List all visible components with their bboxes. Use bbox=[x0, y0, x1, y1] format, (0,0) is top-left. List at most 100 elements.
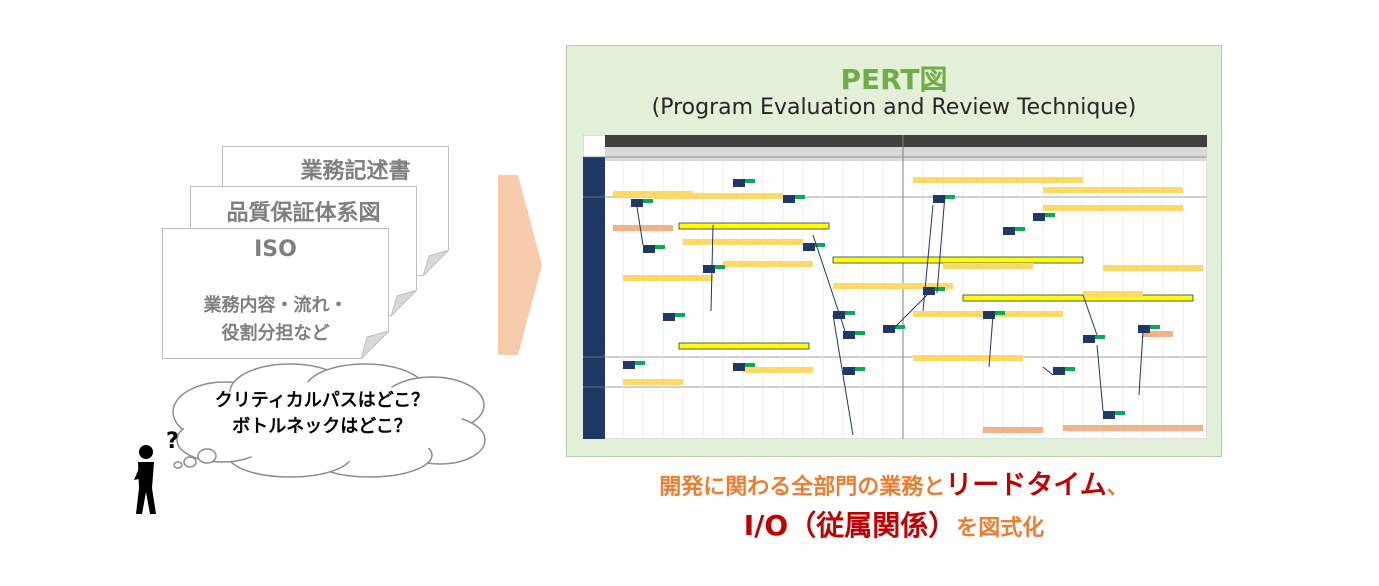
thought-cloud: ? bbox=[134, 363, 486, 514]
thought-line2: ボトルネックはどこ？ bbox=[232, 416, 412, 437]
right-arrow-icon bbox=[498, 175, 542, 355]
pert-node-marker bbox=[1015, 227, 1025, 231]
pert-task-bar bbox=[1103, 265, 1203, 271]
pert-task-bar bbox=[1083, 291, 1143, 297]
pert-node-marker bbox=[655, 245, 665, 249]
pert-dependency-line bbox=[888, 294, 928, 334]
pert-node bbox=[623, 361, 635, 369]
pert-node-marker bbox=[745, 363, 755, 367]
pert-node bbox=[631, 199, 643, 207]
pert-task-bar bbox=[943, 263, 1033, 269]
pert-node bbox=[783, 195, 795, 203]
pert-task-bar bbox=[613, 225, 673, 231]
pert-node bbox=[843, 367, 855, 375]
pert-node bbox=[983, 311, 995, 319]
pert-node-marker bbox=[1045, 213, 1055, 217]
pert-node bbox=[643, 245, 655, 253]
pert-task-bar bbox=[1063, 425, 1203, 431]
pert-task-bar bbox=[743, 367, 813, 373]
doc-hinshitsu-hosho-title: 品質保証体系図 bbox=[226, 201, 381, 226]
pert-node-marker bbox=[815, 243, 825, 247]
pert-node bbox=[933, 195, 945, 203]
doc-iso: ISO 業務内容・流れ・ 役割分担など bbox=[162, 228, 389, 359]
pert-node-marker bbox=[935, 287, 945, 291]
pert-node-marker bbox=[995, 311, 1005, 315]
pert-node bbox=[1083, 335, 1095, 343]
pert-node bbox=[733, 179, 745, 187]
pert-node bbox=[833, 311, 845, 319]
pert-date-row bbox=[605, 147, 1207, 161]
pert-node-marker bbox=[745, 179, 755, 183]
pert-task-bar bbox=[983, 427, 1043, 433]
pert-node-marker bbox=[635, 361, 645, 365]
doc-iso-body-line1: 業務内容・流れ・ bbox=[203, 295, 348, 316]
pert-node bbox=[1053, 367, 1065, 375]
pert-subtitle: (Program Evaluation and Review Technique… bbox=[651, 95, 1137, 120]
pert-task-bar bbox=[1143, 331, 1173, 337]
caption-part1: 開発に関わる全部門の業務と bbox=[659, 475, 946, 500]
pert-node-marker bbox=[895, 325, 905, 329]
pert-lane-column bbox=[583, 157, 605, 439]
pert-node bbox=[663, 313, 675, 321]
pert-node bbox=[1138, 325, 1150, 333]
page-fold-icon bbox=[361, 331, 389, 359]
pert-task-bar bbox=[1043, 187, 1183, 193]
pert-task-bar bbox=[1043, 205, 1183, 211]
pert-task-bar bbox=[653, 193, 783, 199]
pert-node bbox=[883, 325, 895, 333]
pert-node bbox=[803, 243, 815, 251]
pert-node bbox=[843, 331, 855, 339]
page-fold-icon bbox=[391, 290, 417, 316]
pert-node-marker bbox=[845, 311, 855, 315]
pert-node-marker bbox=[1150, 325, 1160, 329]
pert-task-bar bbox=[723, 261, 813, 267]
pert-node-marker bbox=[1065, 367, 1075, 371]
pert-dependency-line bbox=[1096, 344, 1104, 412]
pert-node-marker bbox=[795, 195, 805, 199]
pert-task-bar bbox=[678, 342, 810, 350]
pert-task-bar bbox=[678, 222, 830, 230]
pert-dependency-line bbox=[936, 194, 946, 294]
doc-gyomu-kijutsusho-title: 業務記述書 bbox=[300, 159, 411, 184]
pert-dependency-line bbox=[1042, 366, 1054, 376]
pert-task-bar bbox=[832, 256, 1084, 264]
pert-node bbox=[1103, 411, 1115, 419]
pert-task-bar bbox=[913, 355, 1023, 361]
pert-task-bar bbox=[623, 275, 713, 281]
pert-dependency-line bbox=[988, 314, 994, 368]
caption-part5: を図式化 bbox=[956, 516, 1045, 541]
pert-diagram-image bbox=[583, 135, 1207, 439]
caption-part4: I/O（従属関係） bbox=[743, 509, 957, 542]
pert-task-bar bbox=[913, 177, 1083, 183]
caption-line1: 開発に関わる全部門の業務とリードタイム、 bbox=[566, 463, 1222, 502]
pert-task-bar bbox=[683, 239, 803, 245]
pert-node bbox=[703, 265, 715, 273]
pert-dependency-line bbox=[636, 206, 644, 246]
pert-dependency-line bbox=[922, 204, 934, 312]
doc-iso-body-line2: 役割分担など bbox=[221, 323, 330, 344]
caption-part2: リードタイム bbox=[945, 470, 1107, 501]
pert-node-marker bbox=[855, 331, 865, 335]
pert-dependency-line bbox=[812, 234, 846, 332]
caption-part3: 、 bbox=[1106, 475, 1129, 500]
pert-node-marker bbox=[945, 195, 955, 199]
page-fold-icon bbox=[423, 250, 449, 276]
pert-title: PERT図 bbox=[840, 63, 948, 96]
pert-dependency-line bbox=[832, 314, 854, 436]
question-mark: ? bbox=[166, 429, 179, 454]
pert-dependency-line bbox=[1138, 330, 1144, 396]
pert-header-bar bbox=[605, 135, 1207, 147]
pert-task-bar bbox=[962, 294, 1194, 302]
caption-line2: I/O（従属関係）を図式化 bbox=[566, 504, 1222, 544]
pert-node bbox=[1033, 213, 1045, 221]
thinking-person-icon bbox=[134, 445, 156, 514]
thought-text: クリティカルパスはどこ？ ボトルネックはどこ？ bbox=[172, 388, 472, 440]
pert-node bbox=[1003, 227, 1015, 235]
pert-task-bar bbox=[623, 379, 683, 385]
pert-node-marker bbox=[715, 265, 725, 269]
pert-node-marker bbox=[643, 199, 653, 203]
pert-dependency-line bbox=[1082, 294, 1098, 336]
pert-node-marker bbox=[855, 367, 865, 371]
doc-iso-title: ISO bbox=[254, 237, 297, 262]
pert-node-marker bbox=[1115, 411, 1125, 415]
